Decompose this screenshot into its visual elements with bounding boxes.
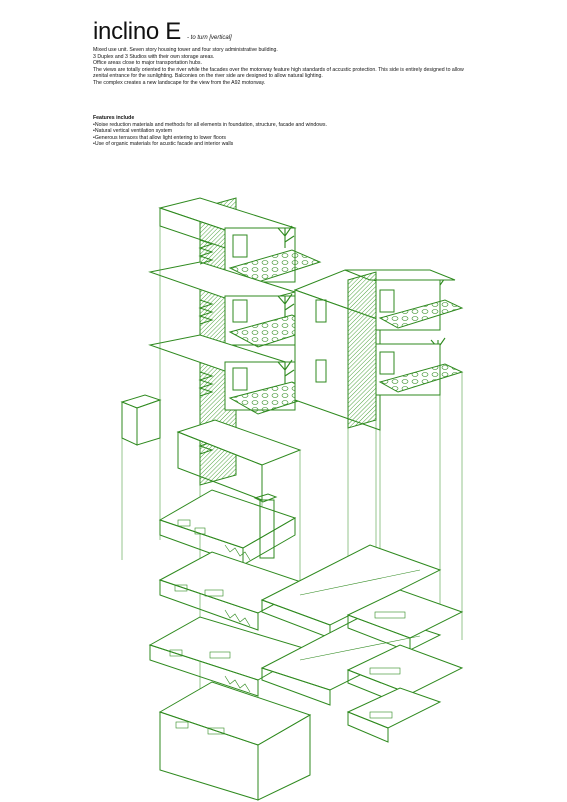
feature-item: Noise reduction materials and methods fo…	[93, 122, 473, 129]
description-line: 3 Duplex and 3 Studios with their own st…	[93, 53, 215, 60]
features-heading: Features include	[93, 115, 135, 121]
description-block: Mixed use unit. Seven story housing towe…	[93, 47, 473, 87]
page-title: inclino E	[93, 18, 182, 45]
feature-item: Generous terraces that allow light enter…	[93, 135, 473, 142]
features-block: Features include Noise reduction materia…	[93, 115, 473, 148]
description-line: The views are totally oriented to the ri…	[93, 66, 464, 80]
title-block: inclino E - to turn [vertical]	[93, 18, 232, 46]
feature-item: Use of organic materials for acustic fac…	[93, 141, 473, 148]
page-subtitle: - to turn [vertical]	[187, 35, 232, 41]
features-list: Noise reduction materials and methods fo…	[93, 122, 473, 148]
description-line: Mixed use unit. Seven story housing towe…	[93, 47, 278, 53]
description-line: Office areas close to major transportati…	[93, 60, 202, 67]
exploded-floor-plates	[148, 489, 464, 801]
description-line: The complex creates a new landscape for …	[93, 79, 266, 86]
housing-tower	[120, 197, 322, 501]
administrative-block	[293, 269, 464, 431]
feature-item: Natural vertical ventilation system	[93, 128, 473, 135]
